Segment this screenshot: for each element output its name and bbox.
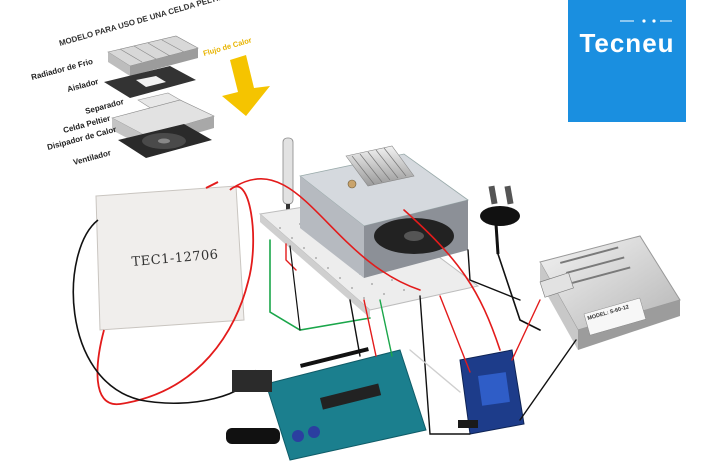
- relay-module: [458, 349, 525, 435]
- label-separador: Separador: [84, 97, 125, 116]
- dc-jack-icon: [226, 428, 280, 444]
- insulator-layer: [104, 66, 196, 98]
- label-aislador: Aislador: [66, 77, 99, 94]
- tec-red-lead: [96, 185, 255, 405]
- heat-flow-arrow-icon: [222, 55, 270, 116]
- model-title: MODELO PARA USO DE UNA CELDA PELTIER: [58, 0, 230, 48]
- label-radiador-de-frio: Radiador de Frio: [30, 57, 94, 82]
- brand-name: Tecneu: [579, 28, 675, 58]
- power-supply: MODEL: S-60-12: [539, 235, 681, 350]
- cold-radiator-layer: [107, 35, 199, 76]
- heatsink-fins: [345, 145, 415, 187]
- wall-plug: [480, 185, 520, 255]
- peltier-exploded-model: MODELO PARA USO DE UNA CELDA PELTIER: [30, 0, 270, 167]
- arduino-board: [226, 347, 427, 461]
- heatsink-fan-assembly: [299, 145, 469, 278]
- tec-module: TEC1-12706: [72, 181, 257, 405]
- wiring: [235, 178, 577, 435]
- heat-flow-label: Flujo de Calor: [202, 35, 253, 57]
- tec-red-terminal: [205, 181, 219, 189]
- usb-connector-icon: [232, 370, 272, 392]
- label-ventilador: Ventilador: [72, 148, 112, 167]
- tec-black-lead: [72, 219, 257, 404]
- ventilation-slots: [560, 246, 631, 284]
- brand-logo: Tecneu: [568, 0, 686, 122]
- logo-dots-icon: [620, 19, 672, 23]
- fan-layer: [118, 124, 212, 158]
